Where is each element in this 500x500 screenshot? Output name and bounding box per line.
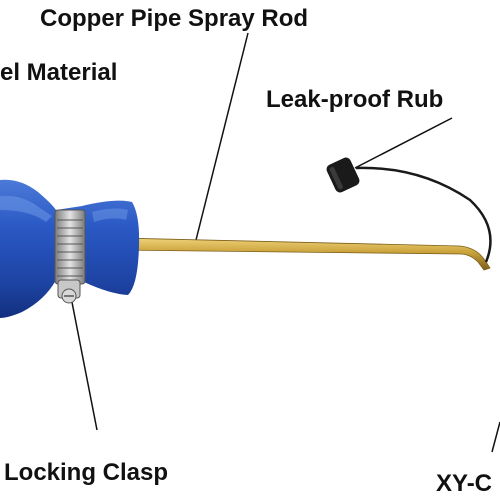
leader-line-copper-pipe	[195, 32, 249, 241]
leader-line-model	[491, 421, 500, 453]
label-steel-material: el Material	[0, 59, 118, 86]
rubber-cap-with-cord	[326, 157, 492, 263]
leader-line-leak-proof	[354, 117, 453, 169]
label-model-number: XY-C	[436, 470, 493, 497]
leader-line-locking-clasp	[69, 291, 98, 431]
brass-spray-rod	[117, 237, 491, 271]
label-copper-pipe-spray-rod: Copper Pipe Spray Rod	[40, 5, 309, 32]
label-locking-clasp: Locking Clasp	[4, 459, 169, 486]
leak-proof-rubber-cap	[326, 157, 360, 193]
label-leak-proof-rubber: Leak-proof Rub	[266, 86, 444, 113]
locking-clasp-hose-clamp	[54, 209, 86, 304]
